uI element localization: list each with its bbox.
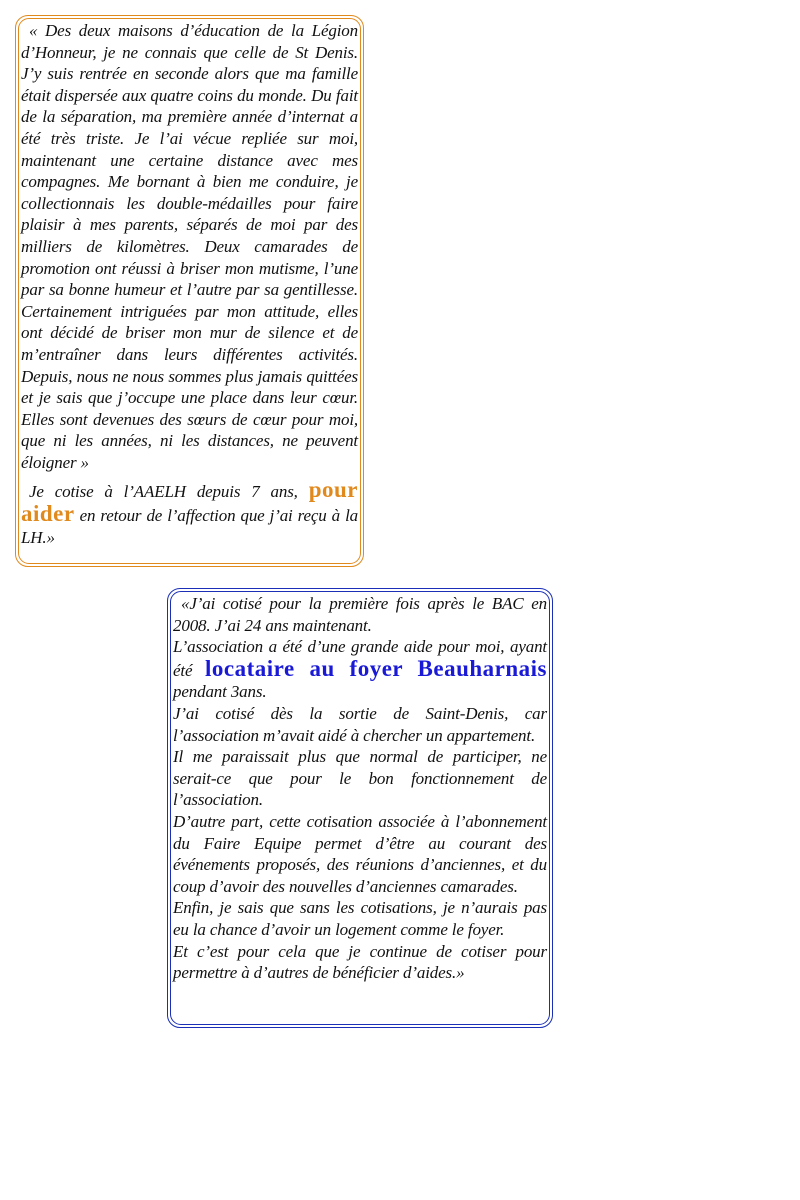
testimonial-paragraph: Et c’est pour cela que je continue de co… [173, 941, 547, 983]
testimonial-box-blue: «J’ai cotisé pour la première fois après… [167, 588, 553, 1028]
testimonial-paragraph: Enfin, je sais que sans les cotisations,… [173, 898, 547, 939]
testimonial-paragraph: Il me paraissait plus que normal de part… [173, 747, 547, 810]
closing-text-before: Je cotise à l’AAELH depuis 7 ans, [29, 482, 309, 502]
highlight-foyer-beauharnais: locataire au foyer Beauharnais [205, 655, 547, 681]
testimonial-body: « Des deux maisons d’éducation de la Lég… [19, 20, 360, 548]
highlight-pour-aider: pour aider [21, 477, 358, 527]
aid-text-after: pendant 3ans. [173, 682, 267, 702]
testimonial-aid-paragraph: L’association a été d’une grande aide po… [173, 636, 547, 703]
testimonial-closing: Je cotise à l’AAELH depuis 7 ans, pour a… [21, 479, 358, 548]
testimonial-paragraph: « Des deux maisons d’éducation de la Lég… [21, 21, 358, 472]
aid-text-before: L’association a été d’une grande aide po… [173, 637, 547, 680]
closing-text-after: en retour de l’affection que j’ai reçu à… [21, 506, 358, 547]
testimonial-intro: «J’ai cotisé pour la première fois après… [173, 594, 547, 635]
testimonial-body: «J’ai cotisé pour la première fois après… [171, 593, 549, 984]
testimonial-paragraph: J’ai cotisé dès la sortie de Saint-Denis… [173, 703, 547, 745]
testimonial-box-orange: « Des deux maisons d’éducation de la Lég… [15, 15, 364, 567]
testimonial-paragraph: D’autre part, cette cotisation associée … [173, 811, 547, 896]
